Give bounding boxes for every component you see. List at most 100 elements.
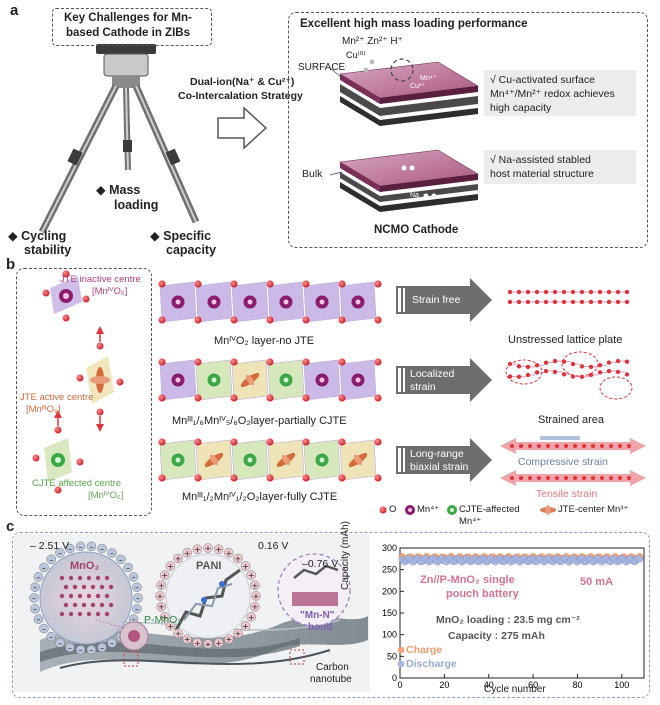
- chart-ylabel: Capacity (mAh): [340, 521, 351, 590]
- lattice-dot: [600, 444, 604, 448]
- charge-sign: +: [225, 549, 232, 558]
- lattice-dot: [552, 369, 558, 375]
- charge-bead: [182, 548, 192, 558]
- lattice-dot: [525, 364, 531, 370]
- lattice-dot: [624, 359, 630, 364]
- lattice-dot: [570, 289, 576, 295]
- charge-bead: [224, 634, 234, 644]
- charge-bead: [39, 562, 49, 573]
- cu2-label: Cu²⁺: [410, 83, 425, 90]
- lattice-row-no-jte: [158, 280, 382, 324]
- mno2-atom: [99, 602, 105, 608]
- charge-bead: [224, 548, 234, 558]
- chart-plot-area: [399, 547, 645, 679]
- charge-sign: –: [58, 549, 62, 558]
- lattice-dot: [582, 476, 586, 480]
- legend-mn4-label: Mn⁴⁺: [417, 504, 440, 515]
- panel-c: –––––––––––––––––––––––––––––– +++++++++…: [14, 534, 370, 692]
- bullet-icon: ◆: [150, 229, 160, 243]
- charge-sign: –: [58, 639, 62, 648]
- lattice-dot: [528, 444, 532, 448]
- legend-cjte-line1: CJTE-affected: [459, 504, 520, 515]
- mno2-atom: [104, 593, 110, 599]
- charge-sign: –: [42, 625, 46, 634]
- mno2-atom: [63, 602, 69, 608]
- charge-bead: [165, 621, 176, 631]
- oxygen-atom: [374, 280, 382, 288]
- charge-bead: [46, 554, 56, 565]
- charge-sign: –: [49, 633, 53, 642]
- charge-bead: [55, 638, 65, 648]
- chart-xlabel: Cycle number: [484, 684, 546, 695]
- mno2-label: MnO₂: [70, 560, 100, 572]
- charge-bead: [233, 553, 243, 564]
- lattice-dot: [570, 374, 576, 379]
- mno2-atom: [77, 593, 83, 599]
- jte-lobe: [245, 374, 255, 386]
- lattice-dot: [579, 289, 585, 295]
- lattice-dot: [564, 444, 568, 448]
- check1-line3: high capacity: [490, 102, 552, 114]
- charge-sign: +: [157, 592, 164, 601]
- mno2-atom: [59, 575, 65, 581]
- leg-label-mass: ◆ Mass: [96, 183, 141, 197]
- oxygen-atom: [374, 394, 382, 402]
- charge-sign: +: [251, 603, 258, 612]
- charge-bead: [155, 591, 165, 601]
- p-mno2-particle: [95, 619, 149, 651]
- mno2-atom: [77, 611, 83, 617]
- oxygen-atom: [230, 316, 238, 324]
- octahedron-cjte: [32, 410, 84, 494]
- strategy-arrow: [217, 106, 268, 150]
- lattice-dot: [516, 289, 522, 295]
- charge-bead: [107, 548, 117, 558]
- charge-sign: +: [235, 630, 242, 639]
- lattice-dot: [528, 476, 532, 480]
- legend-discharge-label: Discharge: [406, 658, 457, 670]
- y-tick-label: 0: [392, 673, 397, 683]
- lattice-dot: [615, 358, 621, 364]
- lattice-dot: [624, 372, 630, 377]
- cjte-core: [175, 457, 181, 463]
- charge-sign: –: [135, 583, 139, 592]
- arrow3-line1: Long-range: [410, 448, 464, 460]
- charge-bead: [251, 591, 261, 601]
- mno2-atom: [86, 575, 92, 581]
- charge-bead: [156, 601, 166, 612]
- lattice-dot: [507, 289, 513, 295]
- cjte-line1: CJTE affected centre: [32, 478, 122, 489]
- charge-sign: +: [253, 592, 260, 601]
- charge-sign: –: [68, 643, 72, 652]
- lattice-dot: [555, 476, 559, 480]
- charge-sign: +: [184, 635, 191, 644]
- mn4-label: Mn⁴⁺: [420, 75, 437, 82]
- legend-jte-label: JTE-center Mn³⁺: [558, 504, 629, 515]
- lattice-dot: [609, 476, 613, 480]
- mn4-core: [175, 377, 181, 383]
- panel-a: [38, 44, 636, 234]
- mno2-atom: [72, 602, 78, 608]
- oxygen-atom: [230, 280, 238, 288]
- lattice-dot: [534, 289, 540, 295]
- charge-bead: [203, 639, 213, 649]
- oxygen-atom: [158, 394, 166, 402]
- charge-sign: +: [205, 544, 212, 553]
- lattice-dot: [516, 299, 522, 305]
- arrow1-text: Strain free: [412, 294, 461, 306]
- callout-box-2: [484, 150, 636, 184]
- charge-bead: [65, 543, 75, 554]
- lattice-dot: [606, 299, 612, 305]
- lattice-dot: [624, 289, 630, 295]
- charge-bead: [233, 628, 243, 639]
- arrow-long-range-strain: [396, 438, 492, 482]
- mno2-atom: [108, 602, 114, 608]
- charge-sign: +: [161, 613, 168, 622]
- charge-sign: –: [36, 615, 40, 624]
- charge-bead: [173, 553, 183, 564]
- mno2-atom: [95, 611, 101, 617]
- jte-lobe: [281, 454, 291, 466]
- jte-lobe: [209, 454, 219, 466]
- bulk-label: Bulk: [302, 168, 323, 180]
- y-tick-label: 50: [387, 651, 397, 661]
